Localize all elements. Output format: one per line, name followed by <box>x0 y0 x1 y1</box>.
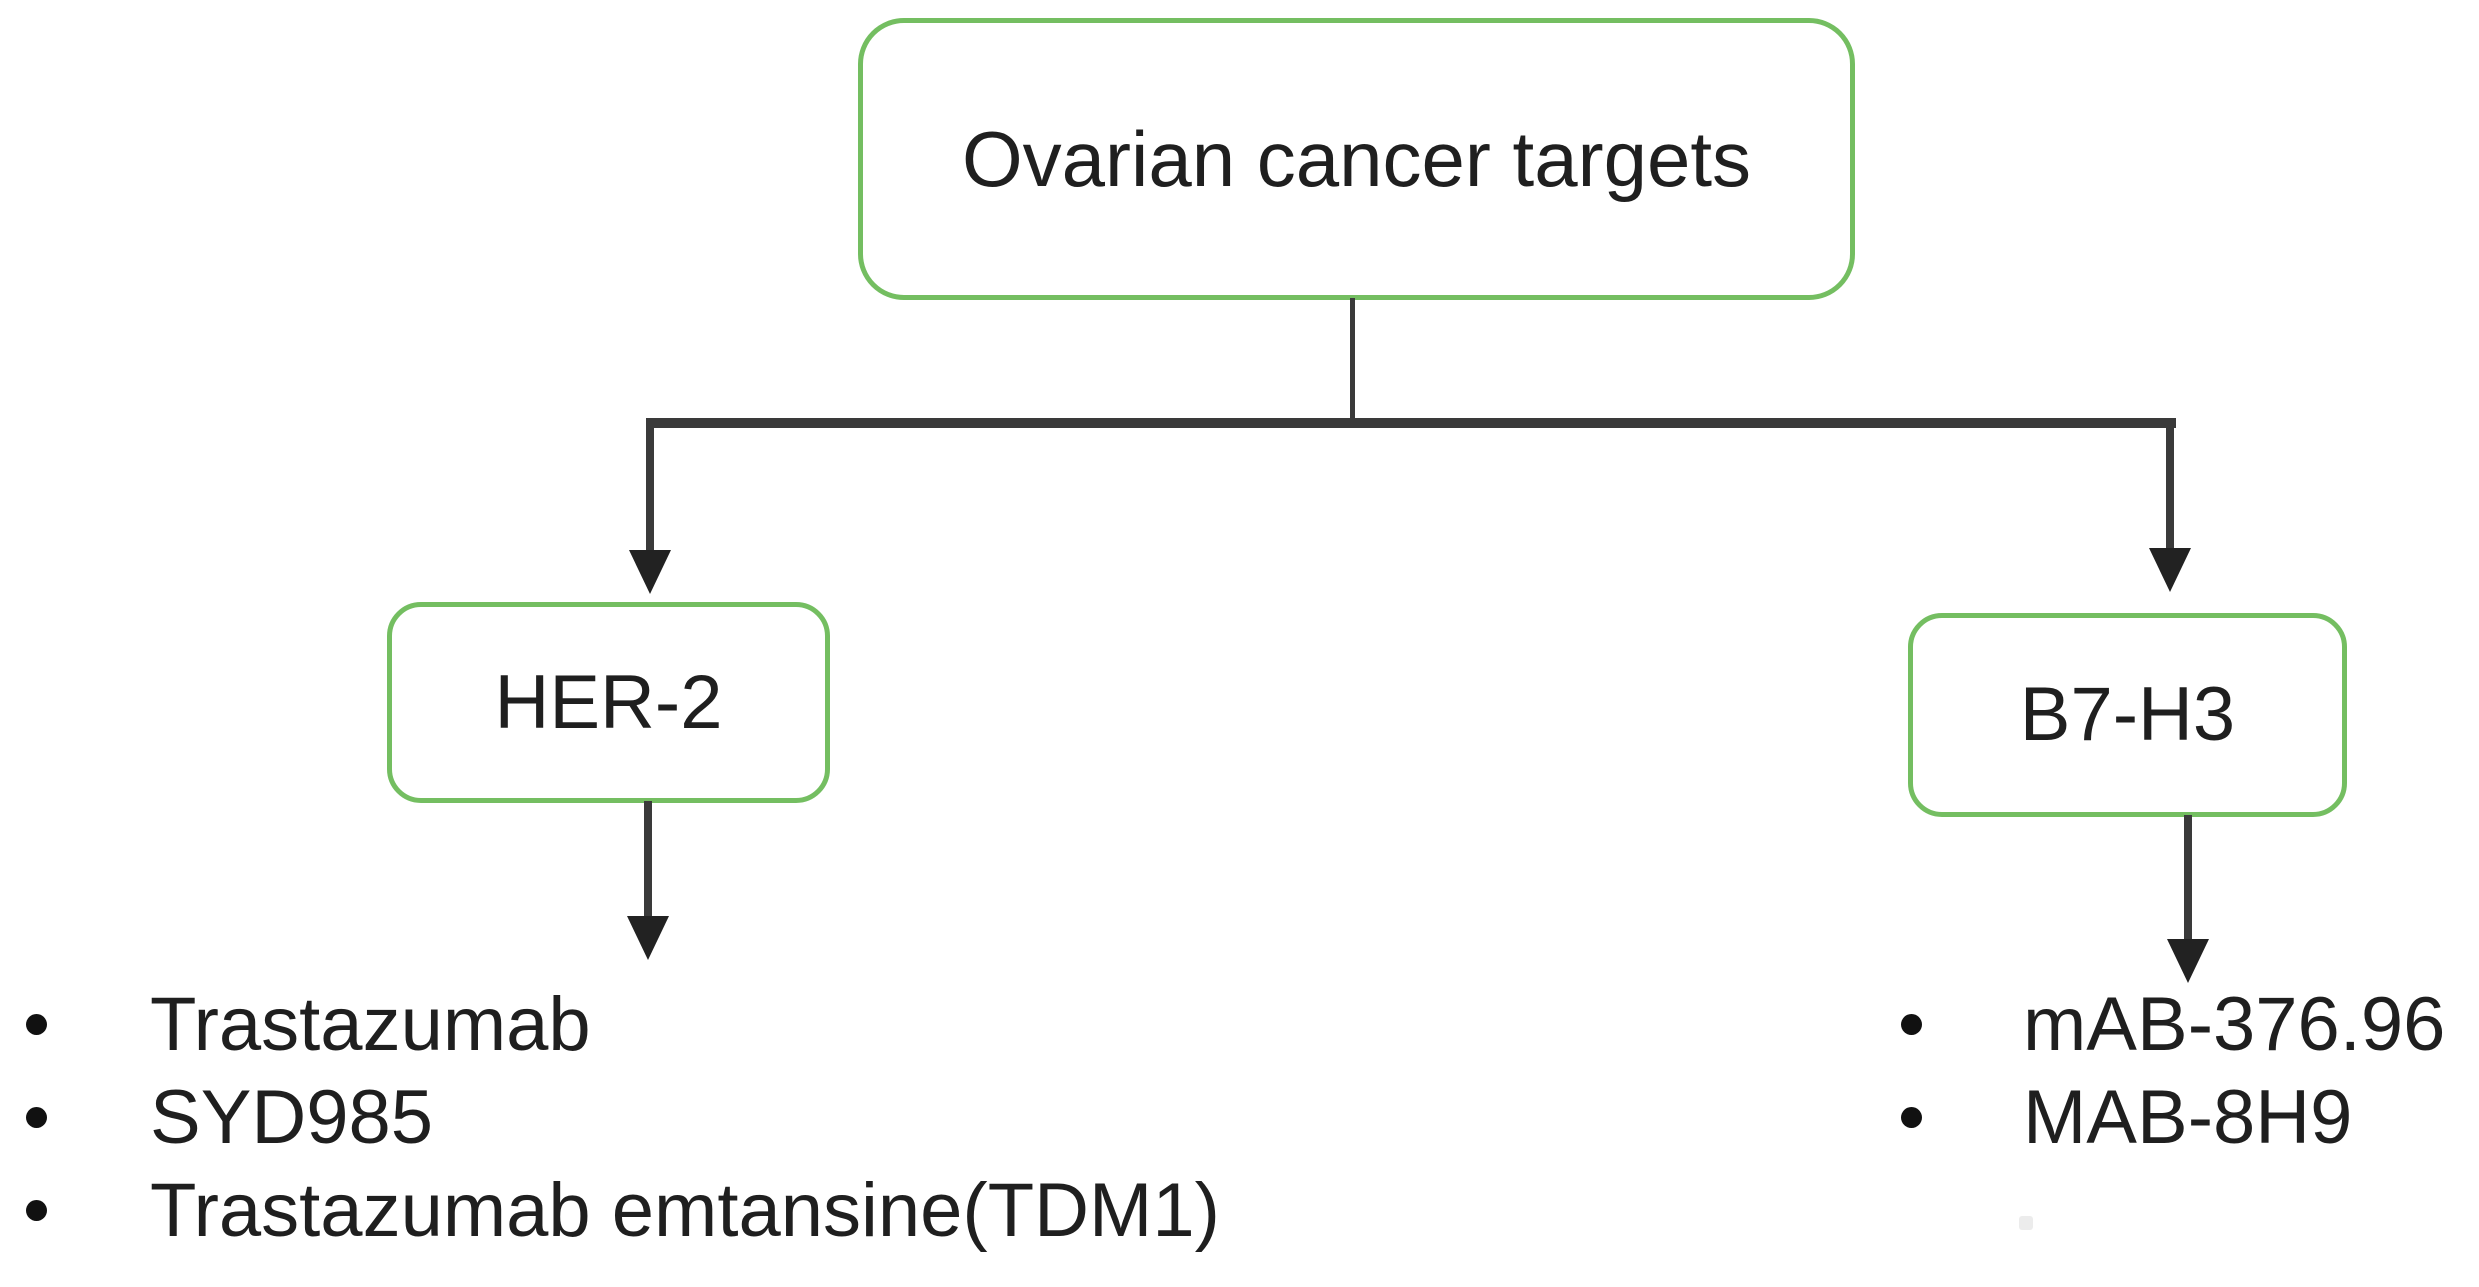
list-item-label: mAB-376.96 <box>2023 981 2446 1067</box>
list-item-label: SYD985 <box>150 1074 434 1160</box>
arrow-down-icon <box>629 550 671 594</box>
list-item-label: MAB-8H9 <box>2023 1074 2353 1160</box>
faint-artifact-dot <box>2019 1216 2033 1230</box>
node-b7h3: B7-H3 <box>1908 613 2347 817</box>
list-item-label: Trastazumab <box>150 981 591 1067</box>
list-item-label: Trastazumab emtansine(TDM1) <box>150 1167 1220 1253</box>
connector-horizontal-bar <box>646 418 2176 428</box>
list-item: mAB-376.96 <box>1901 978 2445 1071</box>
bullet-icon <box>1901 1107 1922 1128</box>
bullet-icon <box>26 1200 47 1221</box>
b7h3-drug-list: mAB-376.96 MAB-8H9 <box>1901 978 2445 1164</box>
node-her2: HER-2 <box>387 602 830 803</box>
connector-root-stem <box>1350 298 1355 422</box>
node-ovarian-cancer-targets-label: Ovarian cancer targets <box>961 115 1752 203</box>
bullet-icon <box>1901 1014 1922 1035</box>
connector-right-drop <box>2166 418 2174 550</box>
node-her2-label: HER-2 <box>494 659 723 745</box>
list-item: Trastazumab emtansine(TDM1) <box>26 1164 1220 1257</box>
arrow-down-icon <box>627 916 669 960</box>
node-b7h3-label: B7-H3 <box>2019 672 2236 757</box>
her2-drug-list: Trastazumab SYD985 Trastazumab emtansine… <box>26 978 1220 1257</box>
arrow-down-icon <box>2149 548 2191 592</box>
connector-b7h3-stem <box>2184 815 2192 941</box>
list-item: SYD985 <box>26 1071 1220 1164</box>
list-item: MAB-8H9 <box>1901 1071 2445 1164</box>
connector-left-drop <box>646 418 654 552</box>
bullet-icon <box>26 1014 47 1035</box>
bullet-icon <box>26 1107 47 1128</box>
node-ovarian-cancer-targets: Ovarian cancer targets <box>858 18 1855 300</box>
arrow-down-icon <box>2167 939 2209 983</box>
connector-her2-stem <box>644 801 652 918</box>
list-item: Trastazumab <box>26 978 1220 1071</box>
